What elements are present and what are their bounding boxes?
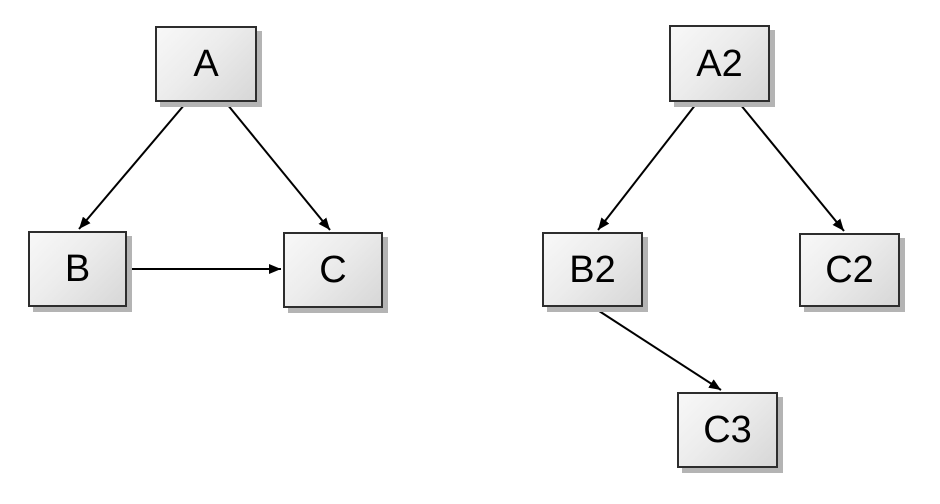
node-A[interactable]: A (155, 26, 257, 102)
node-A-label: A (193, 43, 219, 85)
node-C3-label: C3 (703, 409, 752, 451)
node-B2-label: B2 (569, 248, 616, 291)
node-A2-label: A2 (696, 42, 743, 85)
edge-A-C[interactable] (226, 103, 331, 231)
edge-A2-C2[interactable] (739, 103, 845, 232)
node-A2[interactable]: A2 (669, 25, 770, 102)
node-C-label: C (319, 249, 347, 291)
node-B[interactable]: B (28, 231, 127, 307)
node-C[interactable]: C (283, 232, 383, 308)
edge-B2-C3[interactable] (595, 308, 722, 391)
node-C2-label: C2 (825, 249, 874, 291)
edge-A-B[interactable] (78, 103, 186, 230)
node-C2[interactable]: C2 (799, 233, 900, 307)
node-B-label: B (64, 248, 91, 290)
node-C3[interactable]: C3 (677, 392, 778, 468)
node-B2[interactable]: B2 (542, 232, 643, 307)
edge-A2-B2[interactable] (597, 103, 697, 231)
